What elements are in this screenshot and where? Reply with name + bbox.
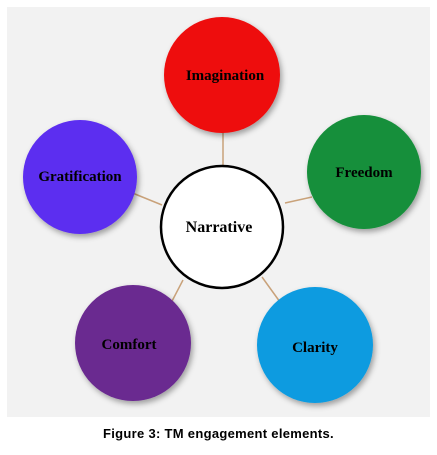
node-gratification-circle bbox=[23, 120, 137, 234]
figure-caption: Figure 3: TM engagement elements. bbox=[103, 426, 334, 441]
connector-freedom bbox=[284, 196, 313, 204]
node-comfort-label: Comfort bbox=[102, 337, 157, 353]
node-clarity: Clarity bbox=[257, 287, 373, 403]
connector-gratification bbox=[129, 191, 163, 206]
node-comfort-circle bbox=[75, 285, 191, 401]
node-freedom-label: Freedom bbox=[335, 165, 393, 181]
connectors bbox=[129, 132, 313, 306]
node-imagination-circle bbox=[164, 17, 280, 133]
connector-clarity bbox=[261, 276, 281, 303]
node-comfort: Comfort bbox=[75, 285, 191, 401]
engagement-diagram: Imagination Freedom Clarity Comfort Grat… bbox=[23, 17, 421, 403]
node-imagination-label: Imagination bbox=[186, 68, 265, 84]
node-gratification-label: Gratification bbox=[38, 169, 122, 185]
center-node-label: Narrative bbox=[186, 219, 253, 236]
node-gratification: Gratification bbox=[23, 120, 137, 234]
center-node-circle bbox=[159, 164, 285, 290]
center-node: Narrative bbox=[159, 164, 285, 290]
node-freedom: Freedom bbox=[307, 115, 421, 229]
node-clarity-label: Clarity bbox=[292, 340, 338, 356]
node-imagination: Imagination bbox=[164, 17, 280, 133]
node-freedom-circle bbox=[307, 115, 421, 229]
node-clarity-circle bbox=[257, 287, 373, 403]
